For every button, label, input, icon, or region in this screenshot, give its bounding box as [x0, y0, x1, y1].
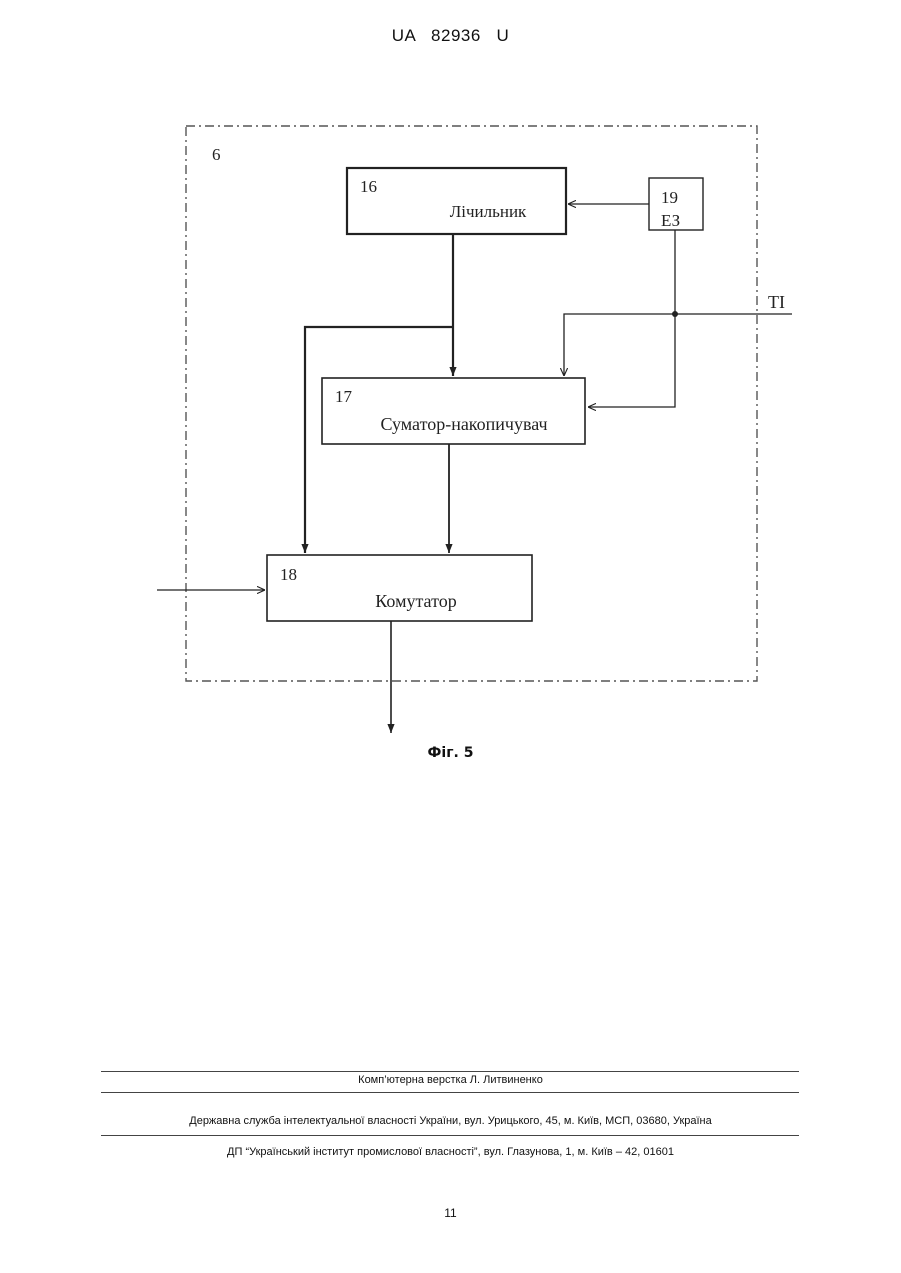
block-17-name: Суматор-накопичувач	[380, 414, 547, 434]
footer-rule-3	[101, 1135, 799, 1136]
block-17-adder-accumulator	[322, 378, 585, 444]
footer-rule-1	[101, 1071, 799, 1072]
block-18-switch	[267, 555, 532, 621]
footer-rule-2	[101, 1092, 799, 1093]
block-18-number: 18	[280, 565, 297, 584]
block-6-label: 6	[212, 145, 221, 164]
block-19-name: ЕЗ	[661, 211, 680, 230]
block-17-number: 17	[335, 387, 353, 406]
line-ti-to-17	[564, 314, 675, 376]
page-number: 11	[0, 1206, 901, 1220]
line-19-to-17	[588, 230, 675, 407]
block-16-counter	[347, 168, 566, 234]
agency-address: Державна служба інтелектуальної власност…	[0, 1115, 901, 1127]
layout-credit: Комп’ютерна верстка Л. Литвиненко	[0, 1074, 901, 1086]
ti-label: TI	[768, 292, 785, 312]
figure-caption: Фіг. 5	[0, 745, 901, 761]
block-19-number: 19	[661, 188, 678, 207]
block-16-number: 16	[360, 177, 377, 196]
institute-address: ДП “Український інститут промислової вла…	[0, 1146, 901, 1158]
block-16-name: Лічильник	[450, 202, 527, 221]
block-18-name: Комутатор	[375, 591, 456, 611]
block-diagram: 6 16 Лічильник 19 ЕЗ 17 Суматор-накопичу…	[0, 0, 901, 800]
